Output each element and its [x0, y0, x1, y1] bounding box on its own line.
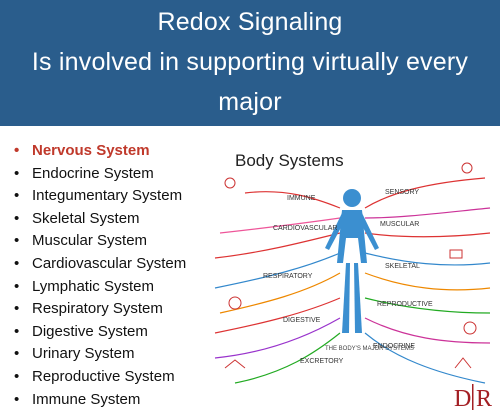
- bullet-icon: •: [14, 390, 20, 408]
- decorative-doodles-icon: [224, 162, 477, 369]
- body-systems-list: • Nervous System • Endocrine System • Integ…: [14, 140, 214, 411]
- body-systems-mindmap: Body Systems IMMUNE SENSORY CARDIOVASCUL…: [214, 151, 491, 384]
- bullet-icon: •: [14, 254, 20, 272]
- branch-label-endocrine: ENDOCRINE: [373, 343, 415, 350]
- bullet-icon: •: [14, 209, 20, 227]
- bullet-icon: •: [14, 345, 20, 363]
- list-item-digestive: • Digestive System: [14, 321, 214, 344]
- list-item-label: Muscular System: [32, 232, 148, 250]
- mindmap-center-label: THE BODY'S MAJOR SYSTEMS: [325, 346, 414, 352]
- bullet-icon: •: [14, 164, 20, 182]
- bullet-icon: •: [14, 187, 20, 205]
- list-item-muscular: • Muscular System: [14, 230, 214, 253]
- branch-label-digestive: DIGESTIVE: [283, 317, 321, 324]
- mindmap-title: Body Systems: [235, 151, 344, 170]
- list-item-label: Cardiovascular System: [32, 254, 187, 272]
- list-item-lymphatic: • Lymphatic System: [14, 276, 214, 299]
- header-banner: Redox Signaling Is involved in supportin…: [0, 0, 500, 156]
- bullet-icon: •: [14, 277, 20, 295]
- list-item-label: Endocrine System: [32, 164, 154, 182]
- list-item-urinary: • Urinary System: [14, 343, 214, 366]
- logo-letter-r: R: [476, 386, 492, 412]
- header-title: Redox Signaling: [157, 8, 343, 36]
- branch-label-sensory: SENSORY: [385, 189, 419, 196]
- list-item-reproductive: • Reproductive System: [14, 366, 214, 389]
- branch-label-skeletal: SKELETAL: [385, 263, 420, 270]
- human-figure-icon: [325, 189, 379, 333]
- header-subtitle-line1: Is involved in supporting virtually ever…: [31, 48, 469, 116]
- branch-label-excretory: EXCRETORY: [300, 358, 344, 365]
- list-item-nervous: • Nervous System: [14, 140, 214, 163]
- list-item-label: Integumentary System: [32, 187, 183, 205]
- branch-label-immune: IMMUNE: [287, 195, 316, 202]
- logo-letter-d: D: [454, 386, 471, 412]
- list-item-label: Lymphatic System: [32, 277, 154, 295]
- list-item-integumentary: • Integumentary System: [14, 185, 214, 208]
- list-item-endocrine: • Endocrine System: [14, 163, 214, 186]
- branch-label-reproductive: REPRODUCTIVE: [377, 301, 433, 308]
- header-subtitle-line2: body system and function: [105, 128, 395, 156]
- bullet-icon: •: [14, 367, 20, 385]
- list-item-cardiovascular: • Cardiovascular System: [14, 253, 214, 276]
- mindmap-branch-lines: [214, 177, 491, 384]
- list-item-skeletal: • Skeletal System: [14, 208, 214, 231]
- list-item-label: Digestive System: [32, 322, 148, 340]
- list-item-label: Immune System: [32, 390, 141, 408]
- list-item-label: Nervous System: [32, 142, 150, 159]
- branch-label-respiratory: RESPIRATORY: [263, 273, 313, 280]
- bullet-icon: •: [14, 142, 20, 159]
- list-item-immune: • Immune System: [14, 389, 214, 412]
- list-item-label: Respiratory System: [32, 300, 163, 318]
- list-item-respiratory: • Respiratory System: [14, 298, 214, 321]
- list-item-label: Urinary System: [32, 345, 135, 363]
- list-item-label: Reproductive System: [32, 367, 175, 385]
- bullet-icon: •: [14, 300, 20, 318]
- branch-label-cardiovascular: CARDIOVASCULAR: [273, 225, 337, 232]
- bullet-icon: •: [14, 232, 20, 250]
- dr-logo-icon: D R: [454, 384, 492, 412]
- list-item-label: Skeletal System: [32, 209, 140, 227]
- branch-label-muscular: MUSCULAR: [380, 221, 419, 228]
- bullet-icon: •: [14, 322, 20, 340]
